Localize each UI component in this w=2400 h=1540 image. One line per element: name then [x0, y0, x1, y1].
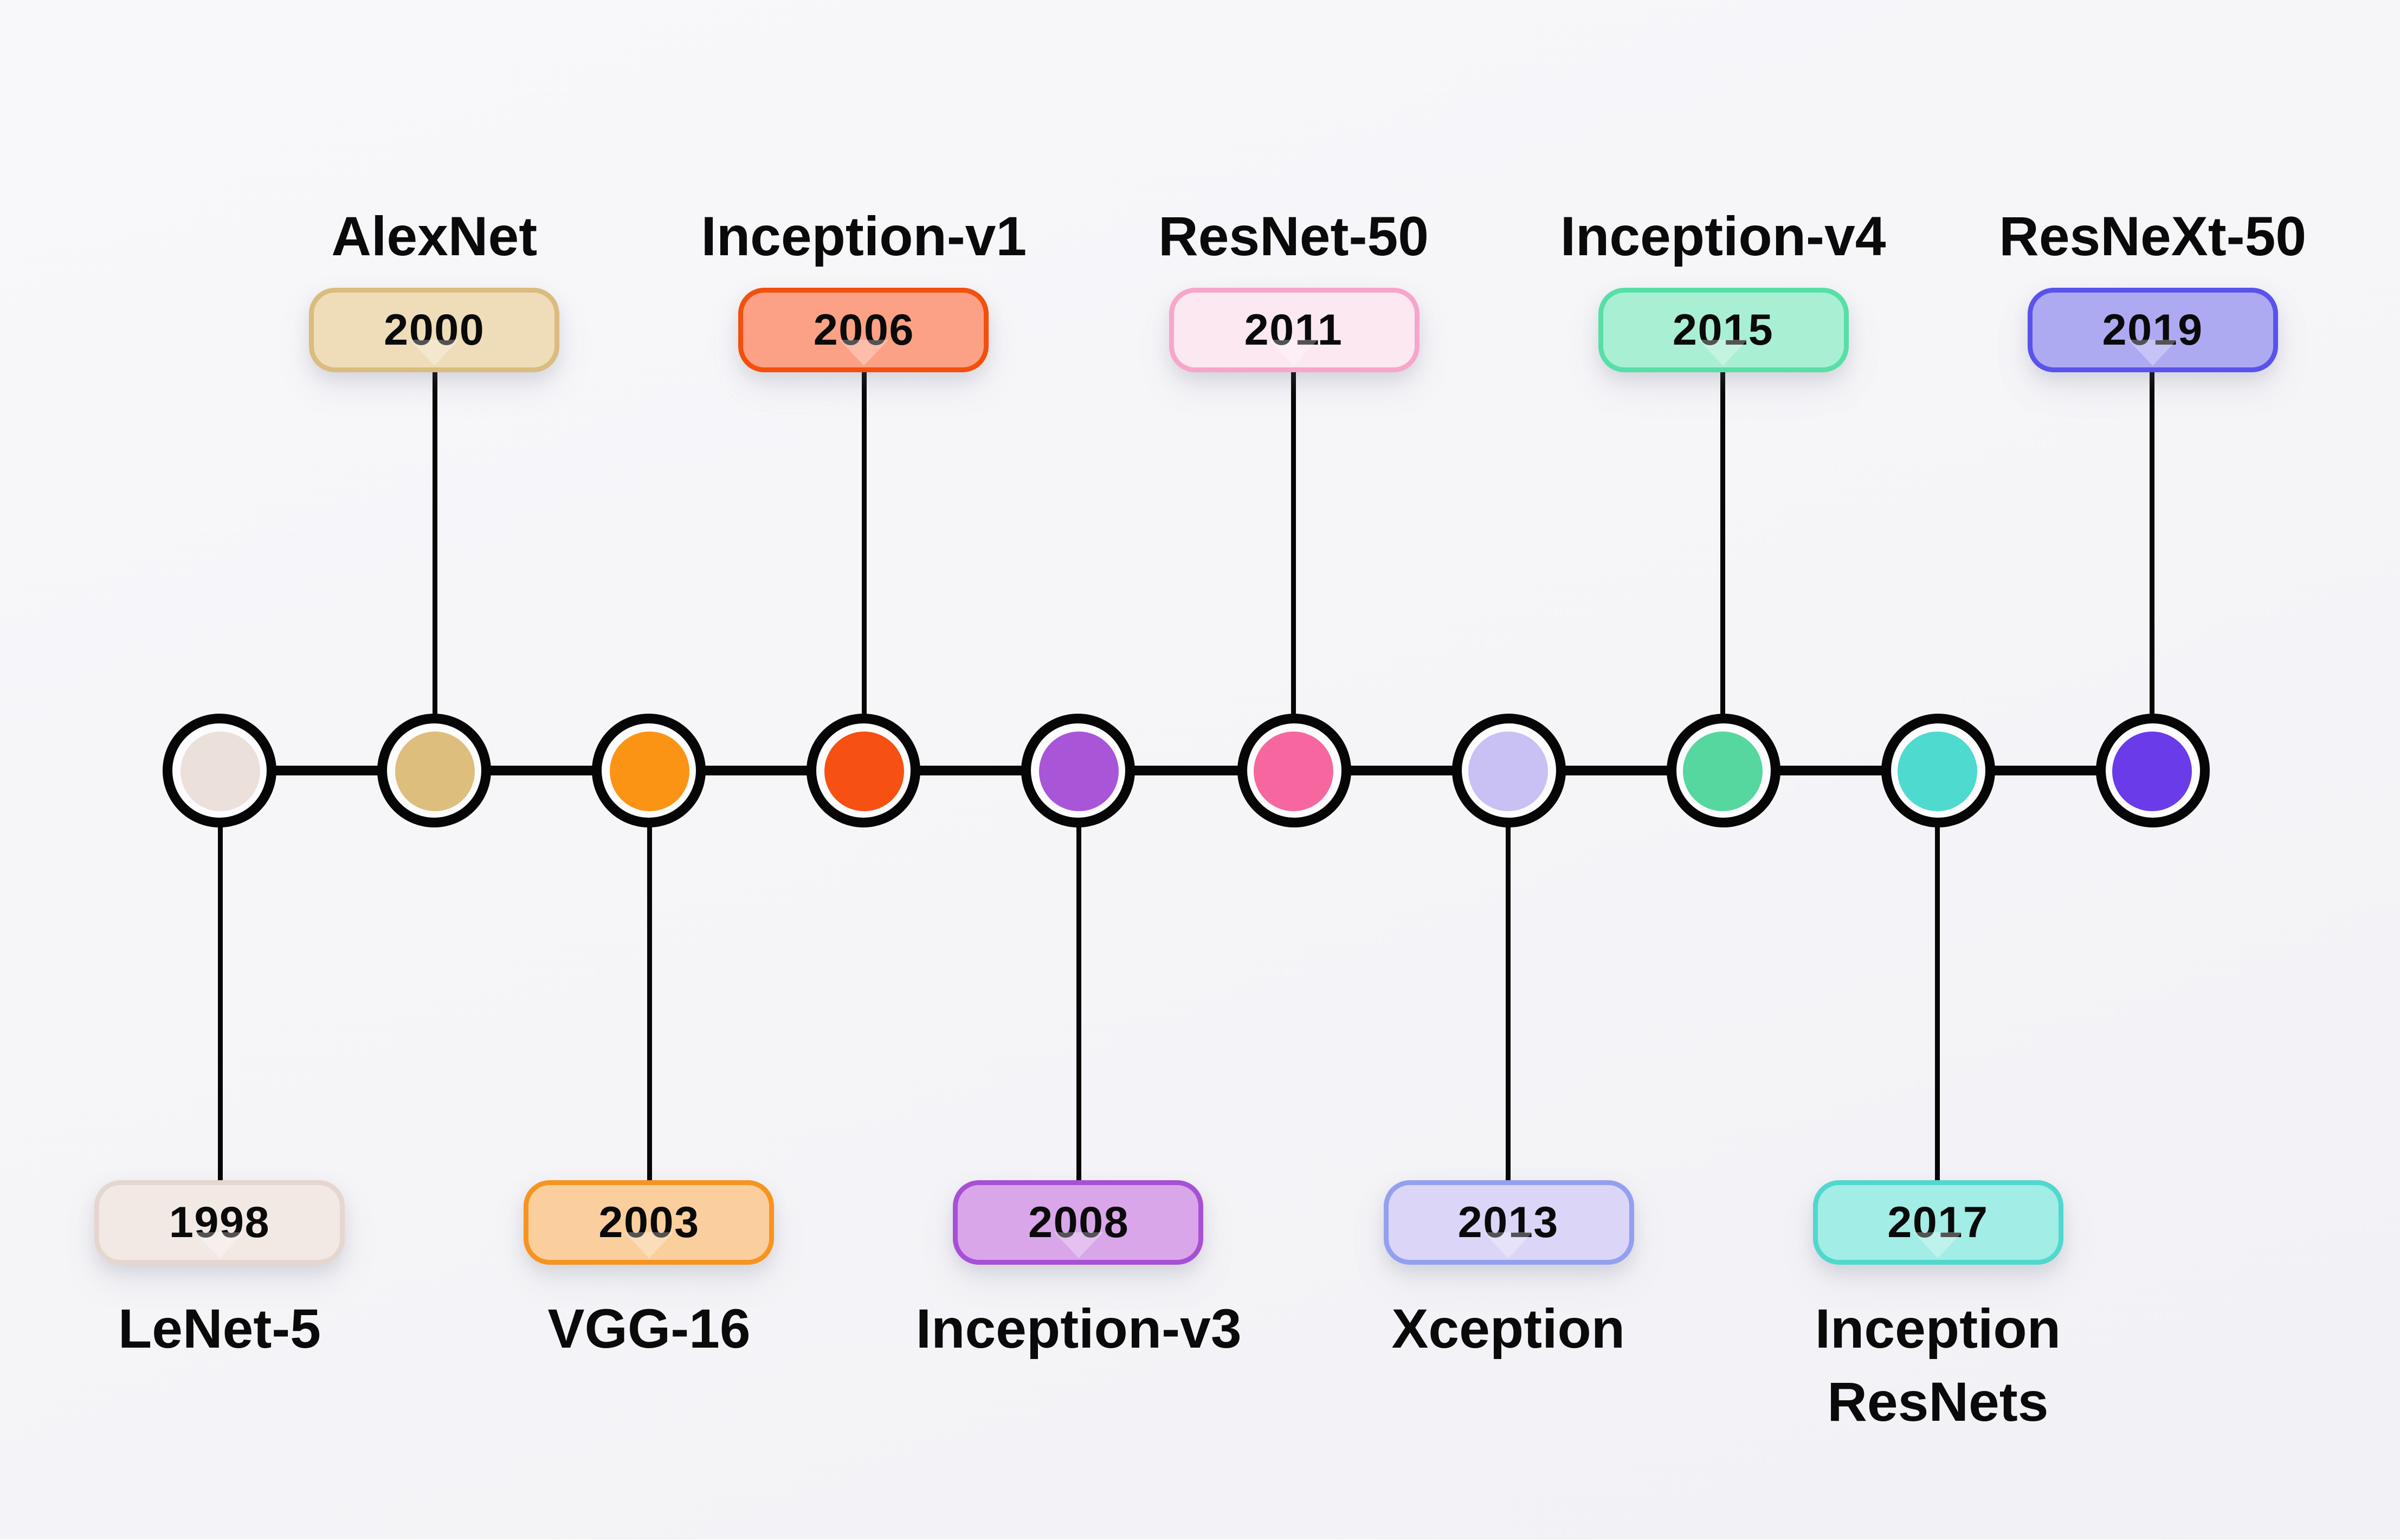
year-text: 2000 [384, 305, 485, 354]
year-badge: 2013 [1383, 1180, 1634, 1265]
timeline-node [1451, 714, 1565, 827]
connector-line [1506, 771, 1511, 1222]
timeline-node [1881, 714, 1995, 827]
timeline-node [1022, 714, 1136, 827]
timeline-node [592, 714, 706, 827]
model-name-label: Inception-v3 [915, 1298, 1242, 1360]
timeline-node [377, 714, 492, 827]
node-color-dot [1468, 730, 1549, 811]
connector-line [1720, 330, 1726, 771]
year-text: 2019 [2102, 305, 2203, 354]
year-text: 2011 [1244, 305, 1343, 354]
connector-line [647, 771, 652, 1222]
connector-line [217, 771, 222, 1222]
node-color-dot [1683, 730, 1763, 811]
model-name-line: Inception [1815, 1298, 2061, 1360]
year-text: 2013 [1457, 1197, 1559, 1246]
year-text: 2008 [1028, 1197, 1130, 1246]
node-color-dot [394, 730, 474, 811]
connector-line [1291, 330, 1296, 771]
node-color-dot [824, 730, 904, 811]
node-color-dot [1898, 730, 1978, 811]
connector-line [2150, 330, 2156, 771]
year-badge: 2008 [953, 1180, 1204, 1265]
node-color-dot [609, 730, 689, 811]
timeline-node [163, 714, 276, 827]
node-color-dot [2113, 730, 2193, 811]
year-text: 2003 [598, 1197, 700, 1246]
connector-line [1935, 771, 1940, 1222]
node-color-dot [1038, 730, 1119, 811]
timeline-node [807, 714, 921, 827]
year-text: 2017 [1887, 1197, 1989, 1246]
year-badge: 1998 [94, 1180, 345, 1265]
year-badge: 2011 [1168, 288, 1419, 372]
model-name-label: AlexNet [331, 206, 538, 268]
model-name-label: ResNet-50 [1158, 206, 1429, 268]
year-badge: 2003 [524, 1180, 775, 1265]
timeline-node [1666, 714, 1780, 827]
node-color-dot [1254, 730, 1333, 811]
timeline-node [2095, 714, 2210, 827]
year-text: 2015 [1672, 305, 1774, 354]
model-name-label: Inception-v4 [1560, 206, 1886, 268]
year-text: 2006 [813, 305, 914, 354]
connector-line [1076, 771, 1081, 1222]
year-badge: 2006 [738, 288, 989, 372]
year-badge: 2015 [1598, 288, 1849, 372]
connector-line [861, 330, 867, 771]
connector-line [431, 330, 437, 771]
timeline-axis-line [220, 765, 2153, 776]
model-name-label: VGG-16 [547, 1298, 751, 1360]
year-badge: 2019 [2027, 288, 2278, 372]
timeline-node [1236, 714, 1351, 827]
year-badge: 2017 [1812, 1180, 2063, 1265]
model-name-line: ResNets [1827, 1371, 2049, 1433]
year-badge: 2000 [309, 288, 560, 372]
model-name-label: Xception [1391, 1298, 1625, 1360]
year-text: 1998 [169, 1197, 270, 1246]
model-name-label: ResNeXt-50 [1999, 206, 2307, 268]
model-name-label: LeNet-5 [118, 1298, 321, 1360]
node-color-dot [179, 730, 260, 811]
model-name-label: Inception-v1 [701, 206, 1027, 268]
